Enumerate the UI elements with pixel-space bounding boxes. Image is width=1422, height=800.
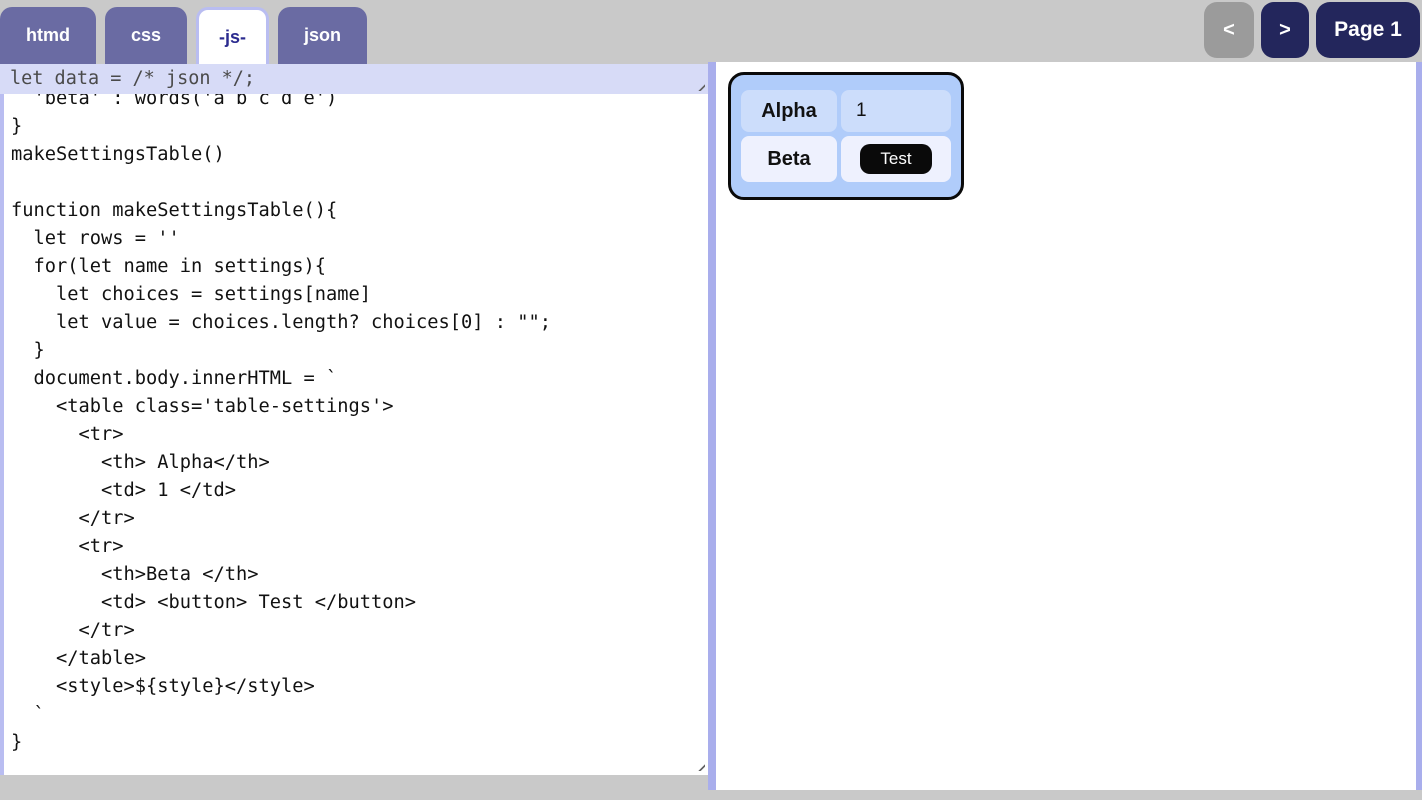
js-code-textarea[interactable]: 'beta' : words('a b c d e') } makeSettin… <box>0 94 708 775</box>
preview-right-border <box>1416 62 1422 790</box>
data-line-text: let data = /* json */; <box>10 68 256 89</box>
resize-grip-icon[interactable] <box>692 759 705 771</box>
tab-js[interactable]: -js- <box>196 7 270 65</box>
next-page-button[interactable]: > <box>1261 2 1309 58</box>
table-value-alpha: 1 <box>841 90 951 132</box>
table-header-beta: Beta <box>741 136 837 182</box>
table-value-beta: Test <box>841 136 951 182</box>
settings-table: Alpha 1 Beta Test <box>728 72 964 200</box>
tab-json[interactable]: json <box>278 7 368 64</box>
pane-divider <box>708 62 716 790</box>
resize-grip-icon[interactable] <box>692 79 705 91</box>
tab-css[interactable]: css <box>105 7 188 64</box>
page-indicator-button[interactable]: Page 1 <box>1316 2 1420 58</box>
prev-page-button[interactable]: < <box>1204 2 1254 58</box>
code-content: 'beta' : words('a b c d e') } makeSettin… <box>11 94 552 753</box>
data-line-input[interactable]: let data = /* json */; <box>0 64 708 94</box>
test-button[interactable]: Test <box>860 144 932 174</box>
page-navigation: < > Page 1 <box>1204 2 1420 58</box>
preview-pane: Alpha 1 Beta Test <box>716 62 1416 790</box>
table-header-alpha: Alpha <box>741 90 837 132</box>
editor-tab-bar: htmd css -js- json <box>0 7 368 65</box>
tab-htmd[interactable]: htmd <box>0 7 96 64</box>
